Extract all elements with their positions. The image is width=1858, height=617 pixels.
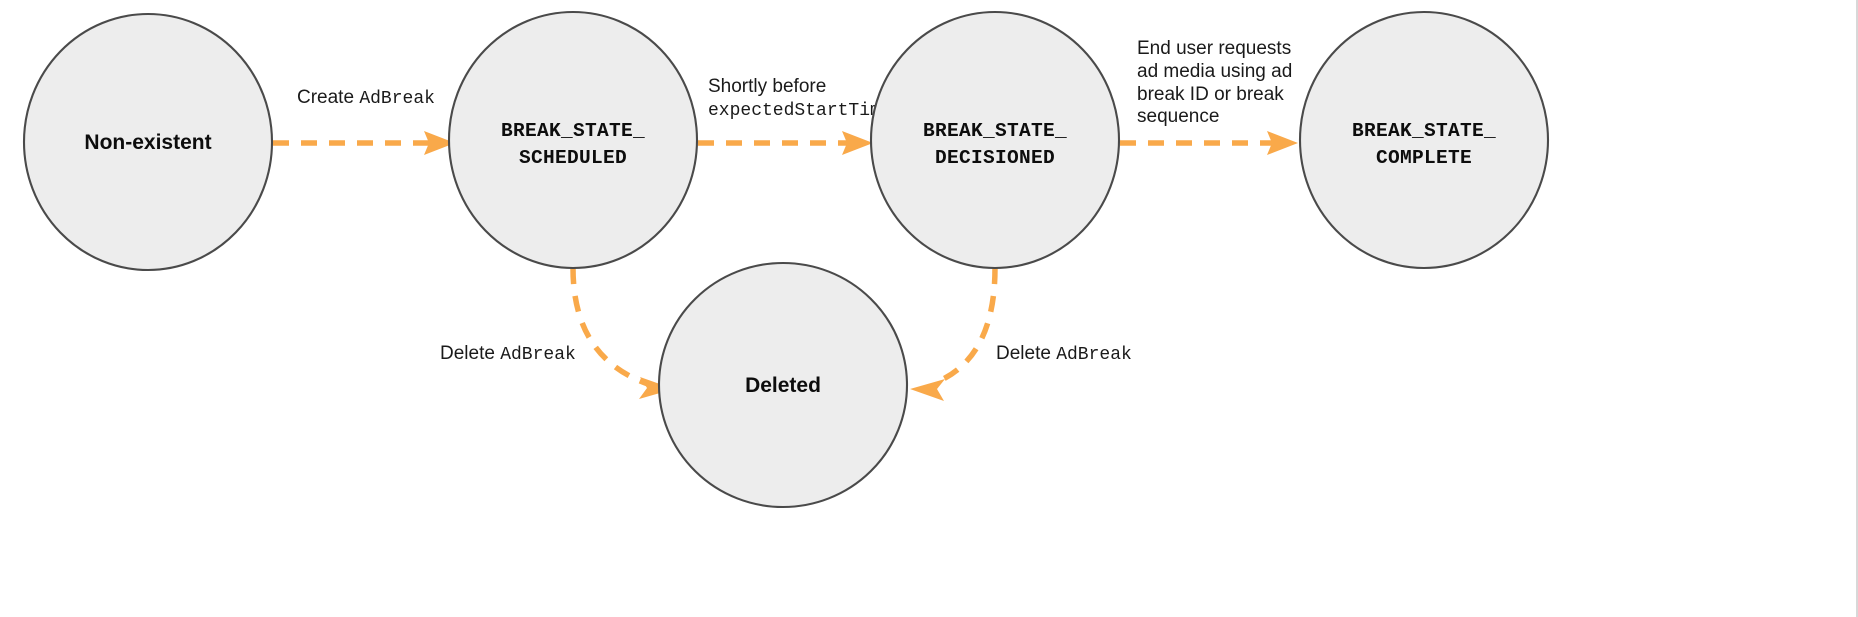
- edge-label-run-mono: AdBreak: [359, 89, 435, 109]
- edge-end-user-requests-ad-media[interactable]: End user requests ad media using ad brea…: [1120, 38, 1298, 155]
- edge-end-user-requests-label-line-1: End user requests: [1137, 38, 1291, 59]
- edge-delete-from-decisioned-arrowhead: [910, 379, 945, 401]
- edge-shortly-before-expectedstarttime[interactable]: Shortly before expectedStartTime: [698, 76, 892, 155]
- node-break-state-decisioned-label-line-1: BREAK_STATE_: [923, 120, 1067, 142]
- node-break-state-scheduled-label-line-1: BREAK_STATE_: [501, 120, 645, 142]
- node-break-state-scheduled-label-line-2: SCHEDULED: [519, 147, 627, 169]
- edge-delete-from-scheduled-arrowhead: [639, 377, 674, 399]
- node-non-existent-shape: [22, 12, 274, 272]
- edge-delete-from-decisioned-line: [935, 267, 998, 385]
- edge-create-adbreak[interactable]: Create AdBreak: [273, 87, 455, 155]
- node-break-state-decisioned[interactable]: BREAK_STATE_ DECISIONED: [869, 10, 1121, 270]
- edge-shortly-before-label-line-2: expectedStartTime: [708, 101, 892, 121]
- edge-delete-from-scheduled-label: Delete AdBreak: [440, 343, 576, 365]
- node-break-state-complete-shape: [1298, 10, 1550, 270]
- edge-label-run-mono: expectedStartTime: [708, 101, 892, 121]
- edge-label-run-sans: Create: [297, 87, 359, 108]
- edge-end-user-requests-label-line-4: sequence: [1137, 106, 1219, 127]
- edge-delete-from-decisioned-label: Delete AdBreak: [996, 343, 1132, 365]
- canvas-right-border: [1856, 0, 1858, 617]
- node-non-existent[interactable]: Non-existent: [22, 12, 274, 272]
- edge-create-adbreak-label: Create AdBreak: [297, 87, 435, 109]
- node-break-state-complete-label-line-1: BREAK_STATE_: [1352, 120, 1496, 142]
- edge-delete-adbreak-from-scheduled[interactable]: Delete AdBreak: [440, 267, 674, 399]
- node-break-state-complete-label-line-2: COMPLETE: [1376, 147, 1472, 169]
- node-deleted[interactable]: Deleted: [657, 261, 909, 509]
- node-deleted-label: Deleted: [745, 374, 821, 397]
- node-break-state-decisioned-label-line-2: DECISIONED: [935, 147, 1055, 169]
- edge-shortly-before-arrowhead: [842, 131, 873, 155]
- node-non-existent-label: Non-existent: [84, 131, 211, 154]
- node-break-state-scheduled[interactable]: BREAK_STATE_ SCHEDULED: [447, 10, 699, 270]
- edge-end-user-requests-label-line-3: break ID or break: [1137, 84, 1284, 105]
- edge-delete-adbreak-from-decisioned[interactable]: Delete AdBreak: [910, 267, 1132, 401]
- node-deleted-shape: [657, 261, 909, 509]
- node-break-state-complete[interactable]: BREAK_STATE_ COMPLETE: [1298, 10, 1550, 270]
- edge-create-adbreak-arrowhead: [424, 131, 455, 155]
- node-break-state-decisioned-shape: [869, 10, 1121, 270]
- edge-end-user-requests-arrowhead: [1267, 131, 1298, 155]
- edge-label-run-sans: Shortly before: [708, 76, 826, 97]
- edge-end-user-requests-label-line-2: ad media using ad: [1137, 61, 1292, 82]
- edge-shortly-before-label-line-1: Shortly before: [708, 76, 826, 97]
- node-break-state-scheduled-shape: [447, 10, 699, 270]
- edge-delete-from-scheduled-line: [570, 267, 649, 387]
